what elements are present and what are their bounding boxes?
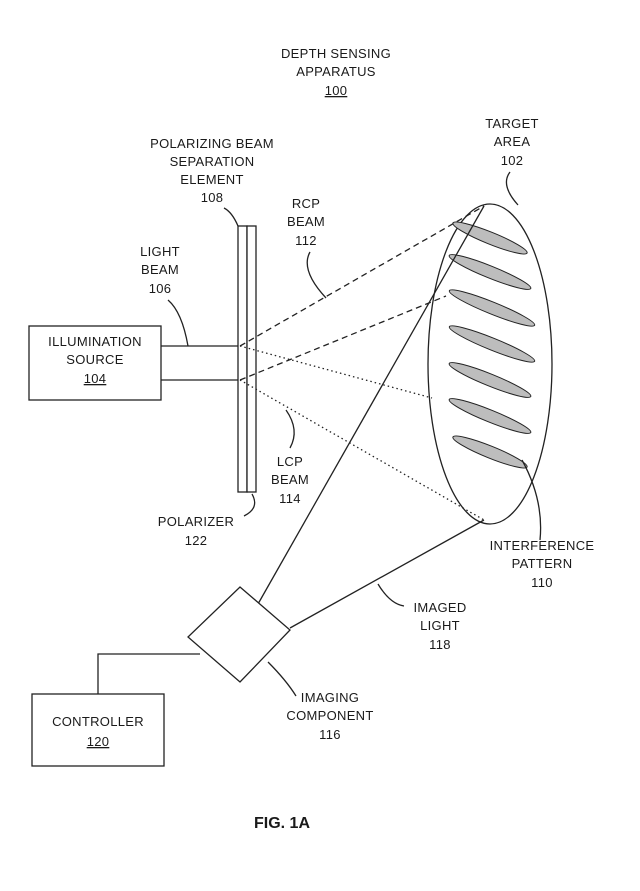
light-beam-ref: 106	[149, 281, 172, 296]
rcp-beam-ref: 112	[295, 233, 317, 248]
pbse-line3: ELEMENT	[180, 172, 244, 187]
imaging-component-ref: 116	[319, 727, 341, 742]
light-beam-line2: BEAM	[141, 262, 179, 277]
illumination-source-ref: 104	[84, 371, 107, 386]
pbse-line1: POLARIZING BEAM	[150, 136, 274, 151]
controller-box	[31, 693, 165, 767]
target-area-line2: AREA	[494, 134, 531, 149]
fringe-7	[452, 435, 528, 469]
title-line1: DEPTH SENSING	[281, 46, 391, 61]
polarizer-line1: POLARIZER	[158, 514, 234, 529]
rcp-beam-lower-ray	[239, 295, 447, 381]
interference-pattern	[448, 221, 536, 469]
interference-pattern-line2: PATTERN	[512, 556, 573, 571]
polarizer-leader	[243, 493, 256, 517]
imaging-component-line1: IMAGING	[301, 690, 359, 705]
light-beam-label: LIGHT BEAM 106	[140, 244, 180, 296]
fringe-2	[448, 254, 532, 290]
illumination-source-box	[28, 325, 162, 401]
pbse-leader	[223, 207, 239, 227]
target-area-ref: 102	[501, 153, 524, 168]
polarizer-plate	[246, 225, 257, 493]
illumination-source-line1: ILLUMINATION	[48, 334, 142, 349]
imaged-light-upper-ray	[257, 205, 485, 605]
imaging-component-box	[187, 586, 291, 683]
target-area-leader	[505, 171, 519, 206]
interference-pattern-label: INTERFERENCE PATTERN 110	[490, 538, 595, 590]
title-label: DEPTH SENSING APPARATUS 100	[281, 46, 391, 98]
imaged-light-label: IMAGED LIGHT 118	[413, 600, 466, 652]
pbse-ref: 108	[201, 190, 224, 205]
fringe-4	[448, 325, 536, 363]
rcp-beam-line1: RCP	[292, 196, 320, 211]
target-area-label: TARGET AREA 102	[485, 116, 539, 168]
interference-pattern-line1: INTERFERENCE	[490, 538, 595, 553]
rcp-beam-line2: BEAM	[287, 214, 325, 229]
pbse-label: POLARIZING BEAM SEPARATION ELEMENT 108	[150, 136, 274, 205]
polarizer-ref: 122	[185, 533, 208, 548]
fringe-1	[452, 221, 528, 255]
lcp-beam-label: LCP BEAM 114	[271, 454, 309, 506]
rcp-beam-label: RCP BEAM 112	[287, 196, 325, 248]
illumination-source-line2: SOURCE	[66, 352, 123, 367]
fringe-5	[448, 362, 532, 398]
lcp-beam-lower-ray	[239, 379, 485, 521]
title-line2: APPARATUS	[296, 64, 376, 79]
rcp-beam-leader	[306, 251, 327, 299]
figure-caption: FIG. 1A	[254, 815, 310, 832]
imaged-light-line1: IMAGED	[413, 600, 466, 615]
lcp-beam-ref: 114	[279, 491, 301, 506]
imaging-component-line2: COMPONENT	[286, 708, 373, 723]
imaged-light-ref: 118	[429, 637, 451, 652]
target-area-line1: TARGET	[485, 116, 539, 131]
fringe-6	[448, 398, 532, 434]
polarizer-label: POLARIZER 122	[158, 514, 234, 548]
pbse-line2: SEPARATION	[170, 154, 255, 169]
imaging-component-leader	[267, 661, 297, 697]
fringe-3	[448, 289, 536, 327]
target-area-ellipse	[427, 203, 553, 525]
lcp-beam-leader	[285, 409, 295, 449]
interference-pattern-leader	[521, 459, 542, 541]
imaged-light-lower-ray	[289, 519, 485, 629]
lcp-beam-upper-ray	[239, 345, 433, 399]
lcp-beam-line1: LCP	[277, 454, 303, 469]
light-beam-leader	[167, 299, 189, 347]
controller-connection	[97, 653, 200, 694]
interference-pattern-ref: 110	[531, 575, 553, 590]
imaging-component-label: IMAGING COMPONENT 116	[286, 690, 373, 742]
imaged-light-line2: LIGHT	[420, 618, 460, 633]
pbse-plate	[237, 225, 248, 493]
rcp-beam-upper-ray	[239, 205, 485, 347]
title-ref: 100	[325, 83, 348, 98]
lcp-beam-line2: BEAM	[271, 472, 309, 487]
light-beam-line1: LIGHT	[140, 244, 180, 259]
controller-line1: CONTROLLER	[52, 714, 144, 729]
imaged-light-leader	[377, 583, 405, 607]
controller-ref: 120	[87, 734, 110, 749]
